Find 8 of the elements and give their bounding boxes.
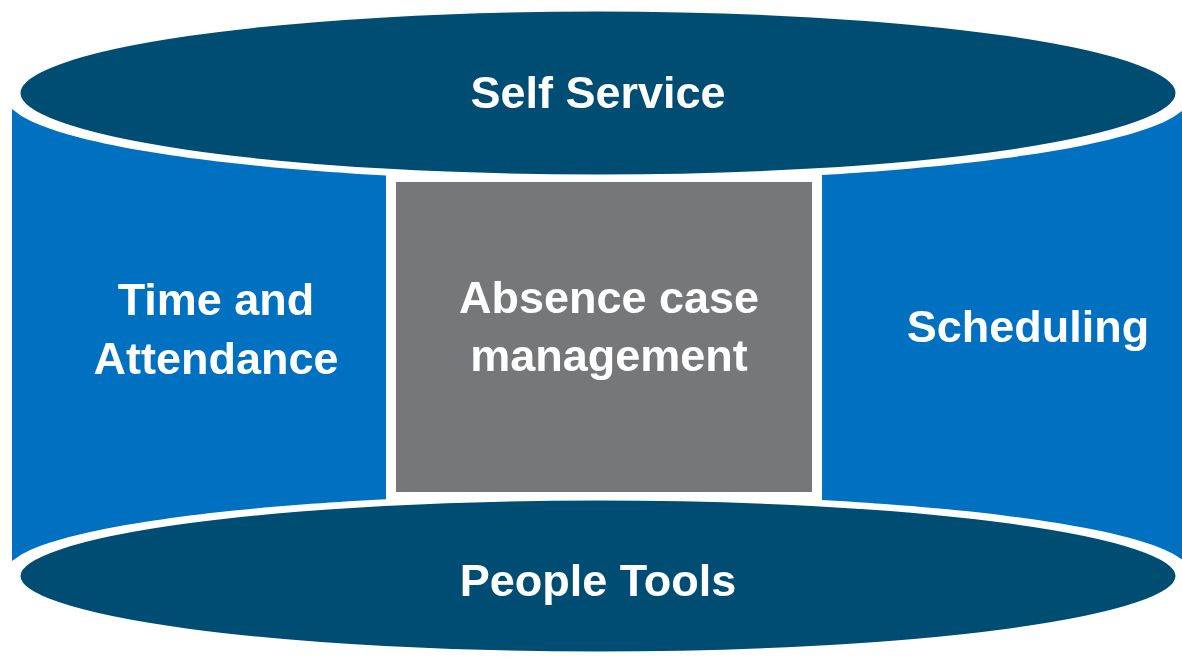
side-panel	[12, 108, 386, 561]
shape-label: Absence case management	[457, 270, 761, 383]
shape-label: People Tools	[458, 553, 738, 608]
shape-label: Time and Attendance	[92, 273, 340, 386]
side-panel	[822, 110, 1182, 560]
shape-label: Self Service	[469, 65, 727, 120]
center-box	[396, 182, 812, 492]
shape-label: Scheduling	[905, 299, 1151, 354]
